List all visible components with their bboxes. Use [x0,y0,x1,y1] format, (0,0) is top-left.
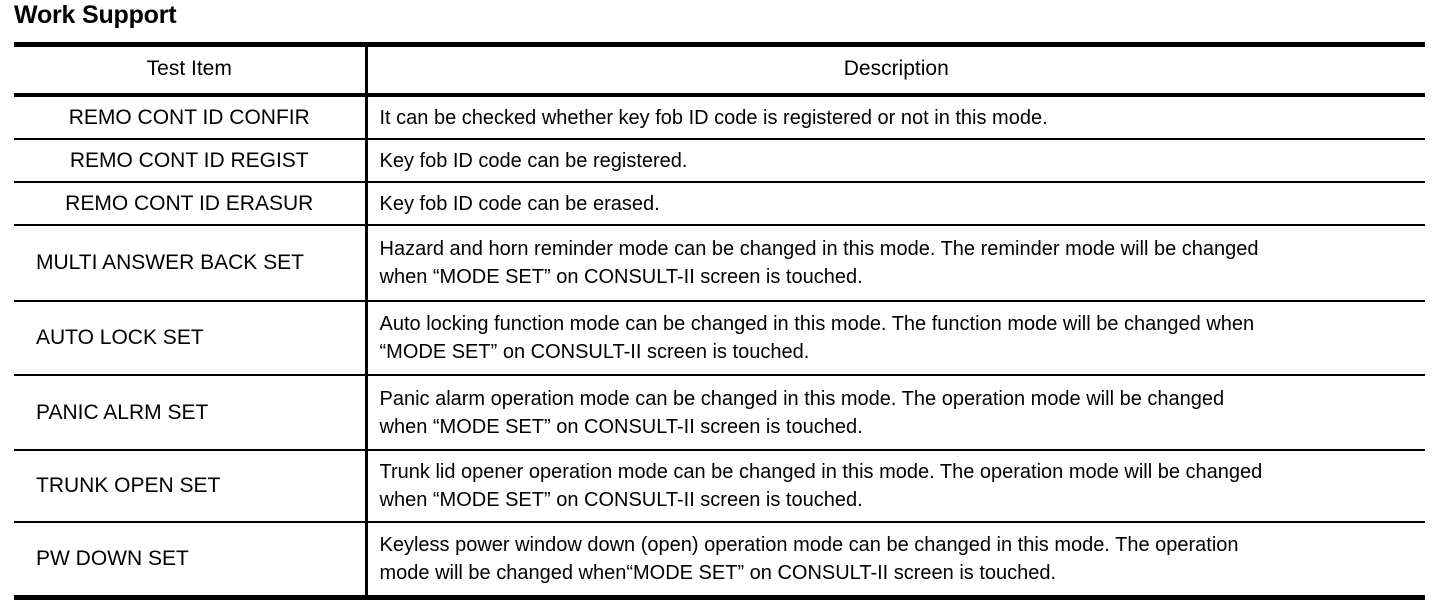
description-line: Key fob ID code can be registered. [379,149,688,172]
description-text: Hazard and horn reminder mode can be cha… [368,235,1426,291]
cell-description: Keyless power window down (open) operati… [366,522,1426,600]
description-line: Key fob ID code can be erased. [379,192,660,215]
cell-description: Auto locking function mode can be change… [366,301,1426,376]
description-text: Auto locking function mode can be change… [368,310,1426,366]
test-item-label: REMO CONT ID CONFIR [68,105,310,129]
cell-description: Panic alarm operation mode can be change… [366,375,1426,451]
test-item-label: TRUNK OPEN SET [36,474,221,497]
cell-test-item: PANIC ALRM SET [14,375,368,451]
description-text: Trunk lid opener operation mode can be c… [368,458,1426,514]
cell-test-item: REMO CONT ID ERASUR [14,182,368,226]
description-line: It can be checked whether key fob ID cod… [379,106,1048,129]
work-support-table: Test Item Description REMO CONT ID CONFI… [14,42,1425,600]
table-row: REMO CONT ID REGIST Key fob ID code can b… [14,139,1426,183]
table-body: REMO CONT ID CONFIR It can be checked whe… [14,95,1426,600]
cell-description: Trunk lid opener operation mode can be c… [366,450,1426,523]
cell-description: It can be checked whether key fob ID cod… [366,95,1426,140]
page-title: Work Support [14,1,177,29]
table-row: AUTO LOCK SET Auto locking function mode … [14,301,1426,376]
cell-test-item: AUTO LOCK SET [14,301,368,376]
description-line: Hazard and horn reminder mode can be cha… [379,238,1259,260]
table-row: REMO CONT ID CONFIR It can be checked whe… [14,95,1426,140]
table-row: REMO CONT ID ERASUR Key fob ID code can b… [14,182,1426,226]
test-item-label: MULTI ANSWER BACK SET [36,251,304,274]
cell-test-item: PW DOWN SET [14,522,368,600]
column-header-description: Description [366,42,1425,97]
table-row: MULTI ANSWER BACK SET Hazard and horn rem… [14,225,1426,302]
test-item-label: REMO CONT ID REGIST [69,148,309,172]
cell-description: Key fob ID code can be erased. [366,182,1426,226]
test-item-label: AUTO LOCK SET [36,326,204,349]
test-item-label: PANIC ALRM SET [36,400,209,424]
column-header-description-label: Description [843,57,949,80]
test-item-label: REMO CONT ID ERASUR [65,191,314,215]
description-text: Keyless power window down (open) operati… [368,531,1426,587]
column-header-test-item-label: Test Item [146,57,232,80]
cell-test-item: TRUNK OPEN SET [14,450,368,523]
description-line: Panic alarm operation mode can be change… [379,387,1225,410]
table-header-row: Test Item Description [14,42,1425,97]
description-text: Key fob ID code can be registered. [368,147,1426,175]
cell-description: Key fob ID code can be registered. [366,139,1426,183]
description-line: “MODE SET” on CONSULT-II screen is touch… [379,341,810,363]
table-row: TRUNK OPEN SET Trunk lid opener operation… [14,450,1426,523]
test-item-label: PW DOWN SET [36,547,189,570]
cell-test-item: REMO CONT ID CONFIR [14,95,368,140]
cell-description: Hazard and horn reminder mode can be cha… [366,225,1426,302]
table-row: PANIC ALRM SET Panic alarm operation mode… [14,375,1426,451]
description-line: mode will be changed when“MODE SET” on C… [379,562,1057,584]
description-line: Auto locking function mode can be change… [379,313,1255,335]
column-header-test-item: Test Item [14,42,368,97]
description-line: when “MODE SET” on CONSULT-II screen is … [379,489,863,511]
cell-test-item: MULTI ANSWER BACK SET [14,225,368,302]
description-line: Keyless power window down (open) operati… [379,534,1239,556]
description-text: It can be checked whether key fob ID cod… [368,104,1426,132]
table-row: PW DOWN SET Keyless power window down (op… [14,522,1426,600]
table-header: Test Item Description [14,42,1425,97]
description-text: Key fob ID code can be erased. [368,190,1426,218]
description-line: Trunk lid opener operation mode can be c… [379,461,1263,483]
description-line: when “MODE SET” on CONSULT-II screen is … [379,266,863,288]
cell-test-item: REMO CONT ID REGIST [14,139,368,183]
description-text: Panic alarm operation mode can be change… [368,385,1426,441]
description-line: when “MODE SET” on CONSULT-II screen is … [379,415,863,438]
